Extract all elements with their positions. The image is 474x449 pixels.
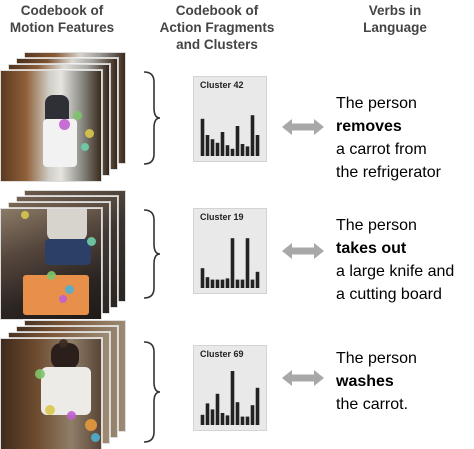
histogram-bar bbox=[255, 271, 260, 288]
motion-feature-point bbox=[45, 405, 55, 415]
histogram-bar bbox=[210, 139, 215, 156]
sentence-2: The person takes out a large knife and a… bbox=[336, 214, 454, 306]
cluster-card-3: Cluster 69 bbox=[193, 345, 267, 431]
motion-feature-point bbox=[81, 143, 89, 151]
histogram-bar bbox=[235, 402, 240, 425]
motion-feature-point bbox=[85, 419, 97, 431]
sentence-subject: The person bbox=[336, 217, 417, 234]
video-frame-front bbox=[0, 338, 102, 449]
motion-feature-point bbox=[59, 295, 67, 303]
motion-feature-point bbox=[21, 211, 29, 219]
motion-feature-point bbox=[65, 285, 74, 294]
sentence-object: the carrot. bbox=[336, 396, 409, 413]
motion-feature-point bbox=[85, 129, 94, 138]
histogram-bar bbox=[210, 409, 215, 425]
sentence-3: The person washes the carrot. bbox=[336, 347, 417, 416]
histogram-bar bbox=[205, 135, 210, 156]
sentence-verb: removes bbox=[336, 118, 402, 135]
motion-feature-point bbox=[59, 339, 68, 348]
histogram-bar bbox=[240, 416, 245, 425]
histogram-bar bbox=[245, 416, 250, 425]
brace-1 bbox=[143, 71, 161, 165]
sentence-object: a large knife and bbox=[336, 263, 455, 280]
histogram-bar bbox=[255, 135, 260, 156]
histogram-bar bbox=[230, 238, 235, 288]
histogram-bar bbox=[230, 148, 235, 156]
histogram-bar bbox=[250, 405, 255, 425]
histogram-bar bbox=[200, 414, 205, 425]
histogram-bar bbox=[245, 146, 250, 156]
histogram-bar bbox=[225, 278, 230, 288]
histogram-bar bbox=[200, 268, 205, 288]
person-shirt bbox=[47, 209, 87, 241]
histogram-bar bbox=[220, 413, 225, 425]
motion-frames-stack-2 bbox=[0, 190, 128, 320]
histogram-bar bbox=[215, 142, 220, 156]
sentence-object: a carrot from bbox=[336, 141, 427, 158]
histogram-bar bbox=[220, 132, 225, 156]
histogram-bar bbox=[255, 387, 260, 425]
histogram-bar bbox=[225, 145, 230, 156]
histogram-bar bbox=[215, 393, 220, 425]
cluster-title: Cluster 42 bbox=[200, 80, 244, 90]
motion-frames-stack-1 bbox=[0, 52, 128, 182]
sentence-subject: The person bbox=[336, 95, 417, 112]
sentence-object: a cutting board bbox=[336, 286, 442, 303]
sentence-verb: washes bbox=[336, 373, 394, 390]
brace-3 bbox=[143, 341, 161, 443]
histogram-bar bbox=[230, 371, 235, 425]
histogram-bar bbox=[210, 279, 215, 288]
person-jeans bbox=[45, 239, 91, 265]
cluster-card-1: Cluster 42 bbox=[193, 76, 267, 162]
histogram-bar bbox=[235, 279, 240, 288]
motion-feature-point bbox=[59, 119, 70, 130]
cluster-title: Cluster 19 bbox=[200, 212, 244, 222]
sentence-verb: takes out bbox=[336, 240, 407, 257]
cluster-histogram bbox=[200, 238, 260, 288]
motion-feature-point bbox=[87, 237, 96, 246]
cutting-board bbox=[23, 275, 89, 315]
video-frame-front bbox=[0, 70, 102, 182]
histogram-bar bbox=[245, 238, 250, 288]
histogram-bar bbox=[220, 279, 225, 288]
double-arrow-icon bbox=[282, 119, 324, 135]
histogram-bar bbox=[250, 279, 255, 288]
sentence-object: the refrigerator bbox=[336, 164, 441, 181]
histogram-bar bbox=[225, 415, 230, 425]
histogram-bar bbox=[240, 279, 245, 288]
histogram-bar bbox=[240, 144, 245, 156]
cluster-histogram bbox=[200, 115, 260, 156]
histogram-bar bbox=[205, 277, 210, 288]
cluster-histogram bbox=[200, 371, 260, 425]
motion-feature-point bbox=[35, 369, 45, 379]
motion-feature-point bbox=[91, 433, 100, 442]
histogram-bar bbox=[215, 279, 220, 288]
cluster-title: Cluster 69 bbox=[200, 349, 244, 359]
sentence-subject: The person bbox=[336, 350, 417, 367]
motion-feature-point bbox=[73, 111, 82, 120]
sentence-1: The person removes a carrot from the ref… bbox=[336, 92, 441, 184]
brace-2 bbox=[143, 209, 161, 299]
double-arrow-icon bbox=[282, 370, 324, 386]
cluster-card-2: Cluster 19 bbox=[193, 208, 267, 294]
histogram-bar bbox=[250, 115, 255, 156]
histogram-bar bbox=[200, 118, 205, 156]
histogram-bar bbox=[205, 403, 210, 425]
motion-frames-stack-3 bbox=[0, 320, 128, 449]
person-figure bbox=[45, 95, 69, 121]
motion-feature-point bbox=[67, 411, 76, 420]
video-frame-front bbox=[0, 208, 102, 320]
motion-feature-point bbox=[47, 271, 56, 280]
histogram-bar bbox=[235, 126, 240, 156]
double-arrow-icon bbox=[282, 243, 324, 259]
